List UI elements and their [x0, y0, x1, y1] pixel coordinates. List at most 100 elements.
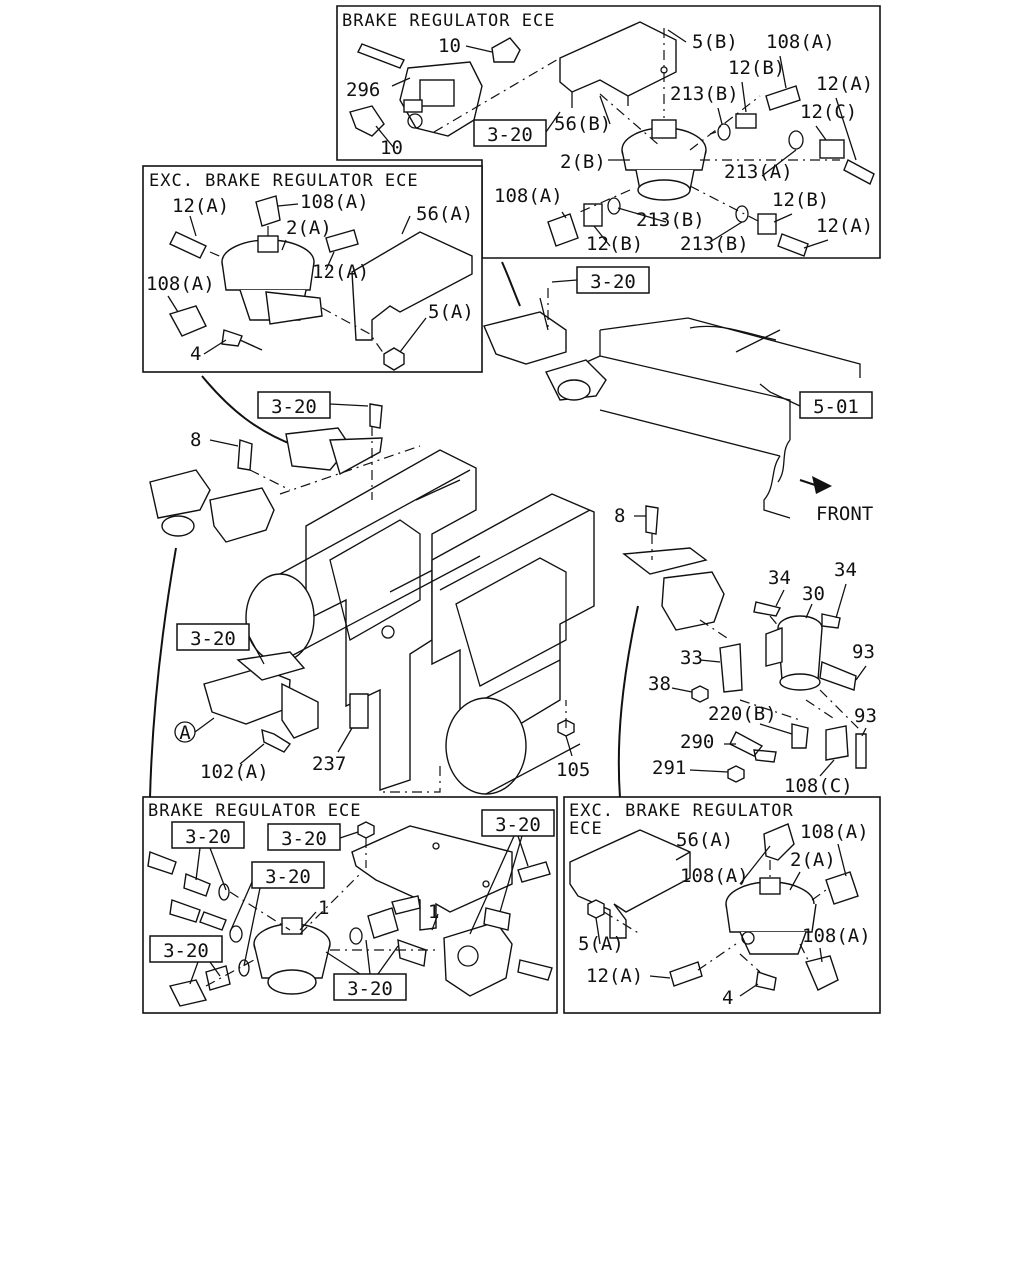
bolt-102a	[261, 728, 292, 753]
relay-valve-30	[753, 601, 857, 691]
fitting-lower-11	[483, 907, 511, 931]
bracket-56b-lower	[351, 825, 513, 931]
fitting-lower-3	[169, 899, 201, 923]
part-label: 56(A)	[676, 829, 733, 851]
part-label: 12(C)	[800, 101, 857, 123]
fitting-12a-2	[777, 233, 809, 257]
leader-arc-bottom-left	[149, 547, 177, 799]
cross-tube	[245, 469, 581, 795]
part-label: 12(A)	[816, 215, 873, 237]
part-label: 213(A)	[724, 161, 793, 183]
brake-valve-2a-lower	[725, 877, 817, 955]
part-label: 108(A)	[766, 31, 835, 53]
fitting-108a-top	[547, 213, 579, 247]
part-label: 108(A)	[680, 865, 749, 887]
fitting-10-top	[491, 37, 521, 63]
part-label: 108(A)	[800, 821, 869, 843]
bracket-plate	[265, 291, 323, 325]
part-label: 108(A)	[494, 185, 563, 207]
fitting-108a-top	[255, 195, 281, 227]
panel-title: EXC. BRAKE REGULATOR	[569, 801, 794, 821]
part-label: 291	[652, 757, 686, 779]
part-label: 34	[768, 567, 791, 589]
fitting-108a-lower-2	[825, 871, 859, 905]
brake-valve-2b	[621, 119, 707, 201]
panel-title: BRAKE REGULATOR ECE	[342, 11, 555, 31]
panel-brake-regulator-top: BRAKE REGULATOR ECE	[336, 5, 881, 259]
valve-assembly-mid	[622, 547, 743, 693]
part-label: 108(A)	[300, 191, 369, 213]
part-label: 1	[428, 901, 439, 923]
part-label: 213(B)	[670, 83, 739, 105]
ref-box	[171, 821, 245, 849]
ref-box	[799, 391, 873, 419]
ref-label: 3-20	[265, 866, 311, 888]
part-label: 2(B)	[560, 151, 606, 173]
ref-label: 5-01	[813, 396, 859, 418]
part-label: 102(A)	[200, 761, 269, 783]
part-label: 12(A)	[586, 965, 643, 987]
nut-5a-lower	[587, 899, 605, 919]
nut-5a	[383, 347, 405, 371]
panel-title: BRAKE REGULATOR ECE	[148, 801, 361, 821]
fitting-lower-2	[183, 873, 211, 897]
ref-box	[481, 809, 555, 837]
part-label: 2(A)	[286, 217, 332, 239]
part-label: 56(B)	[554, 113, 611, 135]
ref-label: 3-20	[185, 826, 231, 848]
fitting-12a-lower	[669, 961, 703, 987]
ref-box	[257, 391, 331, 419]
part-label: 33	[680, 647, 703, 669]
panel-title: EXC. BRAKE REGULATOR ECE	[149, 171, 419, 191]
fitting-93	[855, 733, 867, 769]
bolt-8-left	[237, 439, 253, 471]
front-arrow	[799, 476, 832, 494]
part-label: 4	[722, 987, 733, 1009]
part-label: 105	[556, 759, 590, 781]
part-label: 237	[312, 753, 346, 775]
bolt-8-right	[645, 505, 659, 535]
fitting-lower-5	[168, 979, 208, 1007]
nut-291	[727, 765, 745, 783]
bracket-56a	[351, 231, 473, 341]
fitting-lower-1	[147, 851, 177, 875]
part-label: 213(B)	[636, 209, 705, 231]
part-label: 4	[190, 343, 201, 365]
fitting-12c	[819, 139, 845, 159]
part-label: 1	[318, 897, 329, 919]
valve-assembly-left	[149, 427, 383, 543]
part-label: 12(A)	[816, 73, 873, 95]
reference-boxes: 3-20 3-20 3-20 3-20 3-20 3-20 3-20 3-20 …	[149, 119, 873, 1001]
ref-box	[176, 623, 250, 651]
washer-213b-2	[607, 197, 621, 215]
washer-213a	[788, 130, 804, 150]
part-label: 38	[648, 673, 671, 695]
fitting-108c	[825, 725, 849, 761]
part-label: 2(A)	[790, 849, 836, 871]
part-label: 296	[346, 79, 380, 101]
part-label: 5(A)	[578, 933, 624, 955]
part-label: 56(A)	[416, 203, 473, 225]
ref-label: 3-20	[590, 271, 636, 293]
washer-213b	[717, 123, 731, 141]
part-label: 108(A)	[146, 273, 215, 295]
part-label: 290	[680, 731, 714, 753]
nut-lower	[357, 821, 375, 839]
ref-box	[149, 935, 223, 963]
bolt-4	[221, 329, 263, 351]
panel-exc-brake-regulator-top: EXC. BRAKE REGULATOR ECE	[142, 165, 483, 373]
ref-box	[333, 973, 407, 1001]
part-label: 12(B)	[586, 233, 643, 255]
callout-a-label: A	[179, 722, 191, 744]
fitting-108a-left	[168, 305, 207, 337]
bracket-56b	[559, 21, 677, 108]
part-label: 213(B)	[680, 233, 749, 255]
part-label: 5(A)	[428, 301, 474, 323]
bolt-296	[357, 43, 405, 69]
fitting-12b-2	[583, 203, 603, 227]
fitting-12a-left	[169, 231, 207, 259]
part-label: 10	[438, 35, 461, 57]
front-label: FRONT	[816, 503, 873, 525]
part-label: 8	[190, 429, 201, 451]
valve-assembly-lower-left	[203, 625, 395, 739]
